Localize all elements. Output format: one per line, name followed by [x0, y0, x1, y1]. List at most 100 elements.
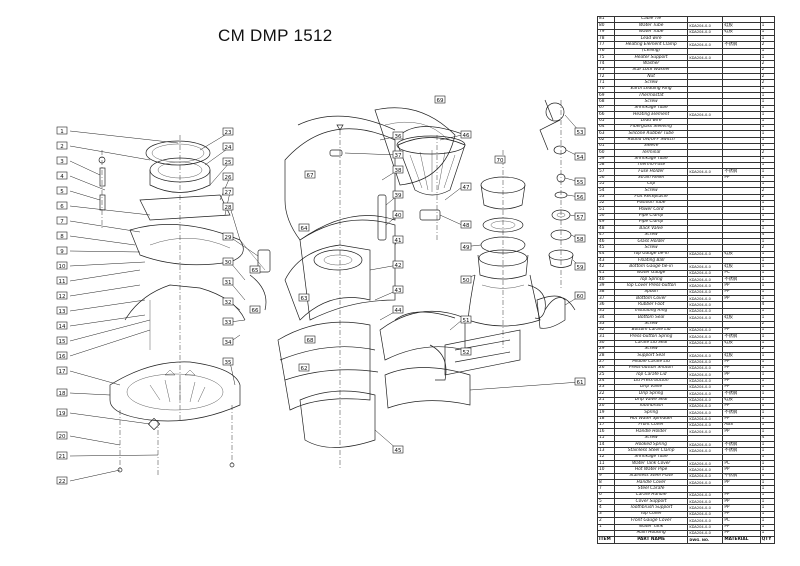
callout-14: 14: [56, 321, 68, 330]
callout-number: 63: [301, 296, 308, 302]
parts-cell-name: Toothbrush: [613, 402, 689, 411]
heater-assembly: [98, 135, 271, 420]
parts-cell-qty: 1: [759, 85, 776, 94]
callout-52: 52: [460, 347, 472, 356]
parts-cell-qty: 2: [759, 73, 776, 81]
callout-number: 18: [59, 391, 66, 397]
main-housing: [277, 107, 466, 470]
callout-number: 37: [395, 153, 402, 159]
parts-cell-name: Drip Valve Seal: [613, 396, 689, 404]
callout-number: 8: [60, 234, 64, 240]
callout-2: 2: [56, 141, 68, 150]
callout-number: 15: [59, 339, 66, 345]
callout-number: 7: [60, 219, 64, 225]
callout-10: 10: [56, 261, 68, 270]
callout-number: 61: [577, 380, 584, 386]
callout-number: 36: [395, 134, 402, 140]
callout-number: 33: [225, 320, 232, 326]
parts-cell-qty: 4: [759, 434, 776, 443]
callout-number: 20: [59, 434, 66, 440]
callout-number: 44: [395, 308, 402, 314]
callout-number: 59: [577, 265, 584, 271]
parts-cell-qty: 1: [759, 276, 776, 284]
parts-cell-mat: MATERIAL: [722, 536, 761, 544]
callout-number: 30: [225, 260, 232, 266]
parts-cell-qty: 1: [759, 409, 776, 417]
parts-cell-qty: 1: [759, 307, 776, 316]
callout-number: 69: [437, 98, 444, 104]
filter-basket: [377, 126, 466, 241]
callout-25: 25: [222, 157, 234, 166]
parts-cell-qty: 2: [759, 66, 776, 75]
parts-cell-qty: 2: [759, 345, 776, 354]
callout-number: 40: [395, 213, 402, 219]
callout-19: 19: [56, 408, 68, 417]
parts-cell-qty: 1: [759, 402, 776, 411]
parts-cell-qty: 1: [759, 111, 776, 119]
parts-cell-name: Floating Ball: [613, 257, 689, 265]
parts-cell-name: Stainless Steel Clamp: [613, 447, 689, 455]
callout-51: 51: [460, 315, 472, 324]
parts-cell-name: Stainless Steel Plate: [613, 472, 689, 481]
parts-cell-name: Front Cover: [613, 421, 689, 430]
callout-number: 2: [60, 144, 64, 150]
callout-5: 5: [56, 186, 68, 195]
callout-17: 17: [56, 366, 68, 375]
callout-number: 28: [225, 205, 232, 211]
callout-number: 45: [395, 448, 402, 454]
parts-cell-code: DWG. NO.: [687, 536, 724, 544]
callout-44: 44: [392, 305, 404, 314]
callout-18: 18: [56, 388, 68, 397]
callout-26: 26: [222, 172, 234, 181]
callout-68: 68: [304, 335, 316, 344]
callout-number: 24: [225, 145, 232, 151]
parts-cell-qty: 1: [759, 364, 776, 373]
callout-number: 67: [307, 173, 314, 179]
callout-number: 46: [463, 133, 470, 139]
carafe-assembly: [384, 150, 566, 409]
callout-number: 9: [60, 249, 64, 255]
callout-54: 54: [574, 152, 586, 161]
parts-cell-qty: 1: [759, 371, 776, 379]
callout-number: 56: [577, 195, 584, 201]
callout-number: 55: [577, 180, 584, 186]
callout-number: 19: [59, 411, 66, 417]
callout-number: 48: [463, 223, 470, 229]
callout-65: 65: [249, 265, 261, 274]
callout-number: 42: [395, 263, 402, 269]
callout-36: 36: [392, 131, 404, 140]
parts-cell-name: Top Cover Press-button: [613, 282, 689, 290]
callout-number: 25: [225, 160, 232, 166]
parts-cell-name: Bottom Cover: [613, 295, 689, 303]
parts-cell-name: Star Lock Washer: [613, 66, 689, 75]
callout-number: 6: [60, 204, 64, 210]
callout-39: 39: [392, 190, 404, 199]
parts-cell-name: Heating Element: [613, 111, 689, 119]
callout-23: 23: [222, 127, 234, 136]
parts-cell-name: Cable Tie: [613, 15, 689, 24]
callout-number: 11: [59, 279, 66, 285]
parts-cell-qty: 1: [759, 358, 776, 366]
parts-cell-qty: QTY: [759, 536, 776, 544]
